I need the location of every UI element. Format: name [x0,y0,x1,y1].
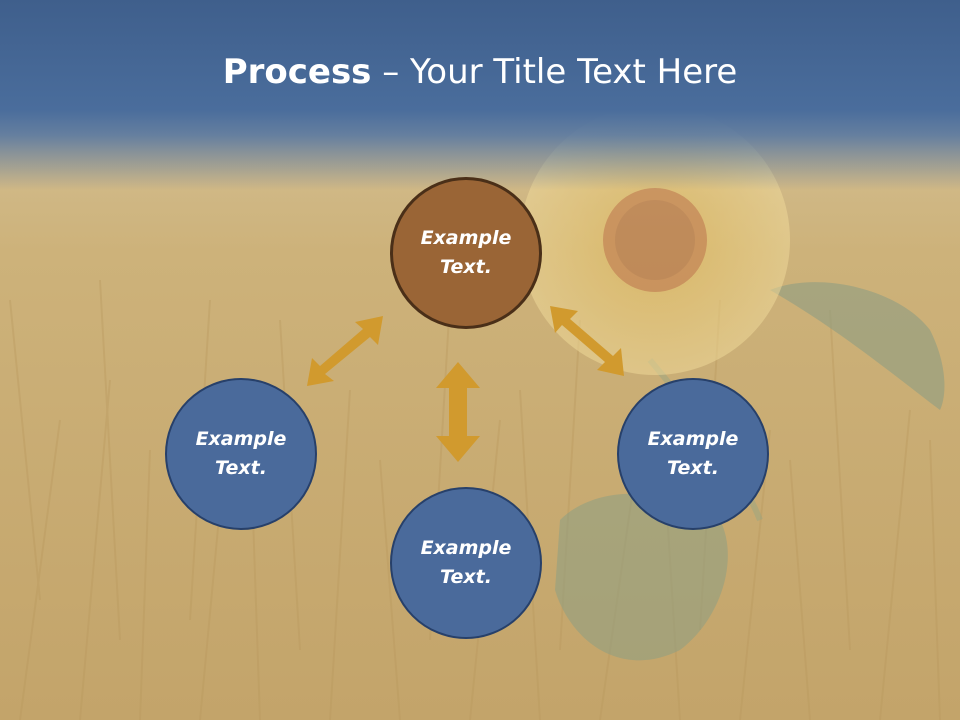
title-banner [0,0,960,190]
node-text-line1: Example [420,227,512,249]
process-node-top: Example Text. [390,177,542,329]
title-bold: Process [222,52,372,92]
process-node-left: Example Text. [165,378,317,530]
process-node-bottom: Example Text. [390,487,542,639]
node-text-line1: Example [647,428,739,450]
arrow-top-left [307,316,383,386]
node-text-line2: Text. [667,457,719,479]
node-text-line2: Text. [440,566,492,588]
node-text-line2: Text. [440,256,492,278]
node-text-line1: Example [420,537,512,559]
slide-title: Process – Your Title Text Here [0,52,960,92]
node-text-line1: Example [195,428,287,450]
arrow-vertical [436,362,480,462]
process-node-right: Example Text. [617,378,769,530]
title-rest: – Your Title Text Here [371,52,738,92]
node-text-line2: Text. [215,457,267,479]
arrow-top-right [550,306,624,376]
